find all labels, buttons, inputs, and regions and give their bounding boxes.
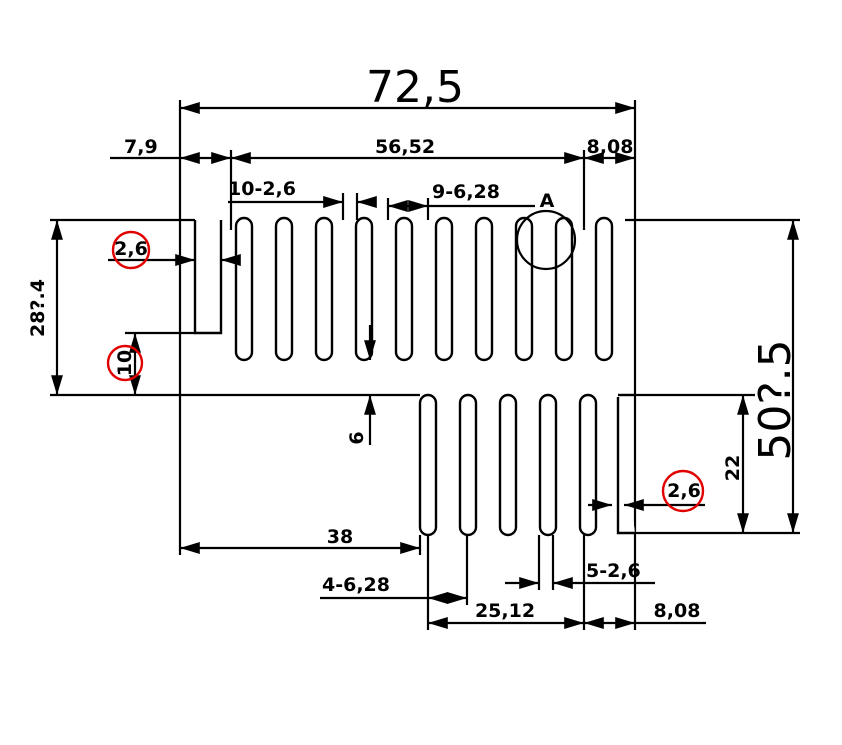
dim-lower-height: 22 [722,455,744,481]
dimension-labels: 72,5 7,9 56,52 8,08 10-2,6 9-6,28 A 2,6 … [27,62,801,622]
dim-gap: 6 [346,431,368,444]
highlight-circle-right-fin [661,469,705,513]
detail-label-a: A [540,190,555,212]
dim-top-fin-span: 56,52 [375,136,435,158]
dim-step-height: 10 [114,350,136,376]
dim-overall-height: 50?.5 [750,339,801,460]
dim-right-offset-bottom: 8,08 [654,600,701,622]
dim-bottom-fin-thickness: 5-2,6 [586,560,641,582]
dim-right-offset-top: 8,08 [587,136,634,158]
dim-right-fin-thickness: 2,6 [667,480,701,502]
top-fins [193,216,614,362]
dimension-lines [51,102,799,629]
profile-outline [178,220,637,533]
dim-top-fin-pitch: 9-6,28 [432,181,500,203]
highlight-circle-step [106,344,144,382]
dim-bottom-fin-span: 25,12 [475,600,535,622]
dim-bottom-fin-pitch: 4-6,28 [322,574,390,596]
dim-upper-height: 28?.4 [27,279,49,337]
dim-left-fin-thickness: 2,6 [114,238,148,260]
dim-base-left-length: 38 [327,526,353,548]
dim-top-fin-thickness: 10-2,6 [228,178,296,200]
base-lines [50,218,800,535]
dim-left-offset: 7,9 [124,136,158,158]
dim-overall-width: 72,5 [366,62,464,113]
highlight-marks [106,230,705,513]
bottom-fins [418,393,635,537]
detail-circle-a [515,209,577,271]
highlight-circle-left-fin [111,230,151,270]
